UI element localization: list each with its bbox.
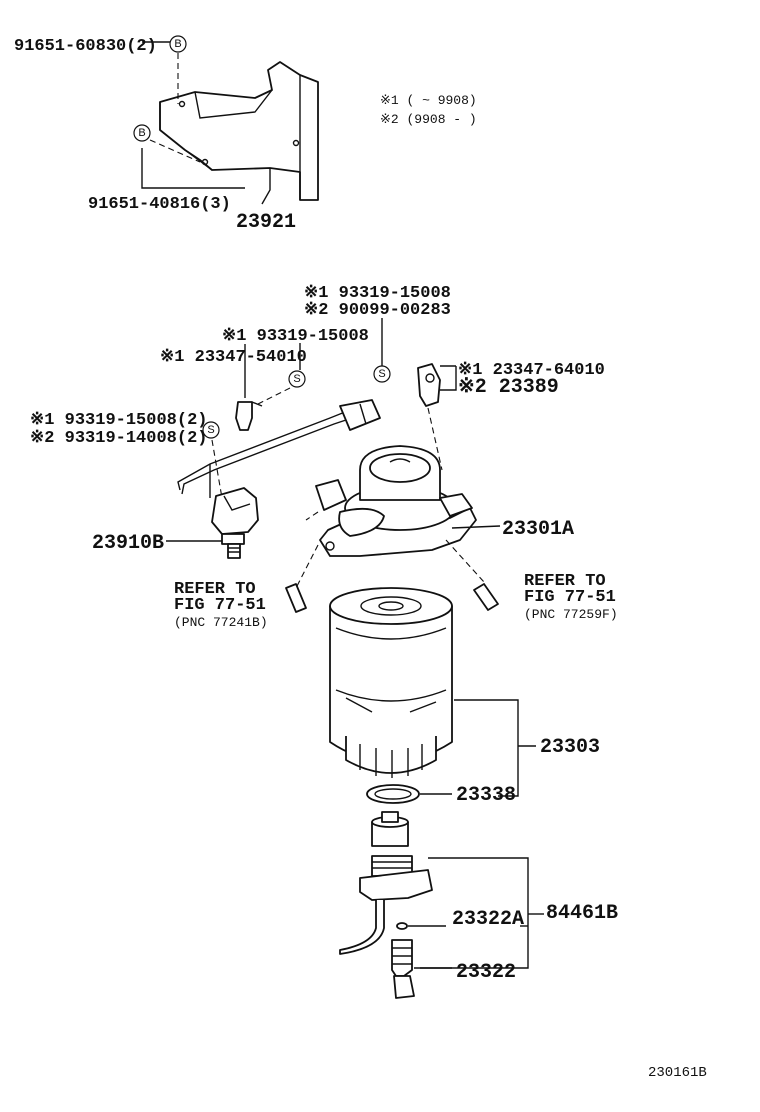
hose-right	[473, 583, 499, 611]
svg-text:B: B	[174, 38, 181, 50]
label-bolt-top: 91651-60830(2)	[14, 37, 157, 56]
drain-plug	[339, 855, 433, 955]
label-screw-top-2: ※2 90099-00283	[304, 301, 451, 320]
hose-left	[285, 583, 307, 613]
label-bolt-side: 91651-40816(3)	[88, 195, 231, 214]
label-clamp-right-2: ※2 23389	[458, 376, 559, 399]
callout-b-side: B	[133, 124, 151, 142]
label-clamp-left: ※1 23347-54010	[160, 348, 307, 367]
filter-element-23303	[329, 587, 453, 778]
label-filter-element: 23303	[540, 736, 600, 759]
label-refer-left-1: REFER TO	[174, 580, 256, 599]
callout-s-left: S	[202, 421, 220, 439]
callout-b-top: B	[169, 35, 187, 53]
clamp-23347-54010	[235, 401, 263, 431]
label-o-ring: 23338	[456, 784, 516, 807]
label-kit: 84461B	[546, 902, 618, 925]
float-part	[371, 811, 409, 847]
label-refer-right-2: FIG 77-51	[524, 588, 616, 607]
svg-text:B: B	[138, 127, 145, 139]
diagram-id: 230161B	[648, 1065, 707, 1081]
label-refer-left-2: FIG 77-51	[174, 596, 266, 615]
label-screw-left-2: ※2 93319-14008(2)	[30, 429, 207, 448]
label-switch: 23322	[456, 961, 516, 984]
label-screw-top-1: ※1 93319-15008	[304, 284, 451, 303]
note-1: ※1 ( ~ 9908)	[380, 93, 477, 108]
label-refer-right-3: (PNC 77259F)	[524, 607, 618, 622]
switch-23322	[391, 939, 415, 999]
svg-text:S: S	[378, 368, 385, 380]
wire-connector	[339, 399, 381, 431]
small-ring-23322A	[396, 922, 408, 930]
filter-head-23301A	[315, 445, 477, 557]
svg-text:S: S	[293, 373, 300, 385]
sensor-23910B	[211, 487, 259, 559]
label-clamp-right-1: ※1 23347-64010	[458, 361, 605, 380]
svg-text:S: S	[207, 424, 214, 436]
label-sensor: 23910B	[92, 532, 164, 555]
o-ring-23338	[366, 784, 420, 804]
label-small-ring: 23322A	[452, 908, 524, 931]
label-filter-head: 23301A	[502, 518, 574, 541]
label-screw-left-1: ※1 93319-15008(2)	[30, 411, 207, 430]
note-2: ※2 (9908 - )	[380, 112, 477, 127]
label-bracket: 23921	[236, 211, 296, 234]
label-refer-left-3: (PNC 77241B)	[174, 615, 268, 630]
label-screw-mid: ※1 93319-15008	[222, 327, 369, 346]
bracket-23921	[159, 61, 319, 201]
callout-s-mid: S	[288, 370, 306, 388]
label-refer-right-1: REFER TO	[524, 572, 606, 591]
clamp-23389	[417, 363, 441, 407]
callout-s-top: S	[373, 365, 391, 383]
